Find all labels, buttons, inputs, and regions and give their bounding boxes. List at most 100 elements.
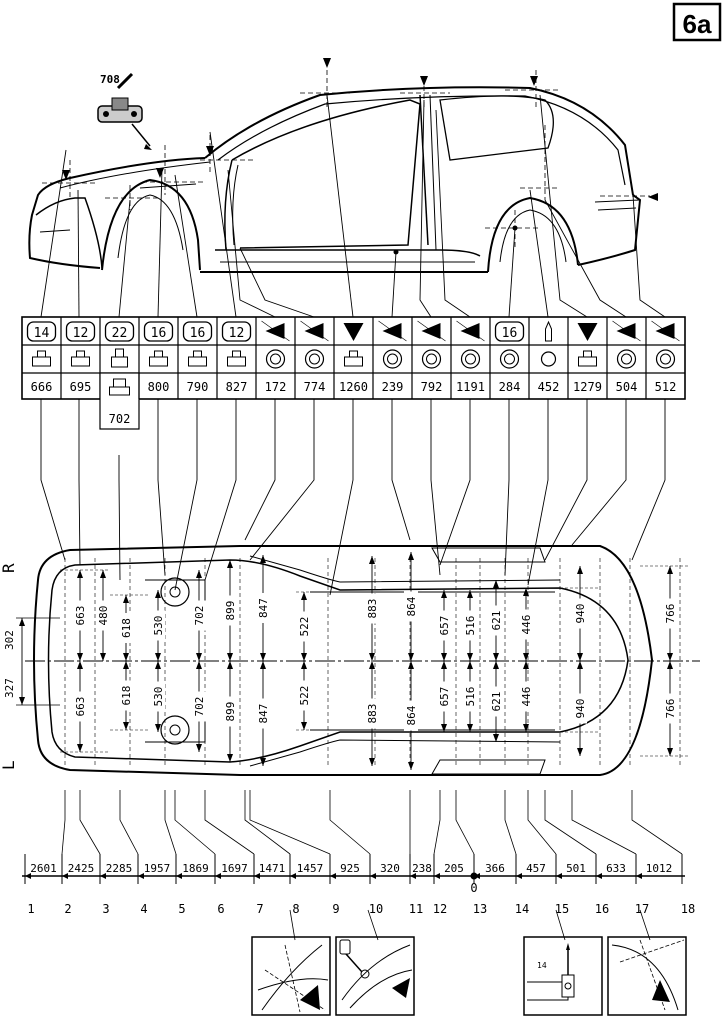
fixture-code: 12: [73, 326, 89, 341]
fixture-code: 16: [151, 326, 167, 341]
plan-dim-top: 847: [257, 598, 270, 618]
bottom-dim-value: 1012: [646, 862, 673, 875]
fixture-code: 16: [502, 326, 518, 341]
point-number: 2: [64, 902, 71, 916]
detail-label-14: 14: [537, 961, 547, 970]
plan-dim-bottom: 766: [664, 699, 677, 719]
plan-dim-top: 766: [664, 604, 677, 624]
datum-zero: 0: [470, 881, 477, 895]
plan-dim-bottom: 446: [520, 687, 533, 707]
point-number: 17: [635, 902, 649, 916]
plan-dim-top: 516: [464, 616, 477, 636]
plan-view-dimensions: 6636634806186185305307027028998998478475…: [60, 552, 690, 770]
detail-view-15: 14: [523, 936, 603, 1016]
point-number: 1: [27, 902, 34, 916]
point-number: 6: [217, 902, 224, 916]
bottom-dim-value: 925: [340, 862, 360, 875]
bottom-dim-value: 366: [485, 862, 505, 875]
point-number: 14: [515, 902, 529, 916]
fixture-value: 702: [109, 412, 131, 426]
fixture-code-frame: [221, 321, 252, 342]
leader-line: [439, 399, 471, 566]
plan-dim-top: 621: [490, 611, 503, 631]
plan-dim-bottom: 663: [74, 697, 87, 717]
bottom-dim-value: 2285: [106, 862, 133, 875]
side-label-left: L: [0, 760, 18, 770]
bottom-dim-value: 320: [380, 862, 400, 875]
plan-dim-bottom: 940: [574, 699, 587, 719]
point-number: 7: [256, 902, 263, 916]
point-number: 5: [178, 902, 185, 916]
plan-dim-top: 940: [574, 604, 587, 624]
bottom-dim-value: 2601: [30, 862, 57, 875]
leader-line: [544, 399, 588, 561]
fixture-code-triangle-down: [577, 323, 598, 341]
fixture-value: 666: [31, 380, 53, 394]
leader-line: [40, 399, 66, 561]
leader-line: [157, 399, 166, 576]
point-number: 9: [332, 902, 339, 916]
plan-dim-bottom: 864: [405, 705, 418, 725]
fixture-value: 452: [538, 380, 560, 394]
leader-line: [329, 399, 354, 596]
plan-dim-bottom: 530: [152, 687, 165, 707]
bottom-dim-value: 2425: [68, 862, 95, 875]
point-number: 11: [409, 902, 423, 916]
plan-dim-top: 864: [405, 596, 418, 616]
fixture-block-icon: [154, 350, 163, 358]
plan-dim-top: 702: [193, 606, 206, 626]
side-label-right: R: [0, 563, 18, 573]
fixture-block-icon: [115, 348, 124, 358]
offset-302: 302: [3, 630, 16, 650]
plan-dim-bottom: 522: [298, 686, 311, 706]
side-view-markers: [42, 70, 650, 250]
leader-line: [118, 455, 121, 581]
point-number: 18: [681, 902, 695, 916]
point-number: 10: [369, 902, 383, 916]
leader-line: [571, 399, 627, 546]
plan-view-reference-lines: [25, 558, 700, 765]
point-number: 12: [433, 902, 447, 916]
bottom-dim-value: 633: [606, 862, 626, 875]
bottom-dim-value: 238: [412, 862, 432, 875]
fixture-code-frame: [143, 321, 174, 342]
fixture-value: 1279: [573, 380, 602, 394]
fixture-value: 695: [70, 380, 92, 394]
plan-dim-bottom: 883: [366, 704, 379, 724]
fixture-ring-icon: [540, 351, 557, 367]
bottom-dim-value: 1957: [144, 862, 171, 875]
fixture-value: 1260: [339, 380, 368, 394]
detail-view-8: [251, 936, 331, 1016]
leader-line: [391, 399, 411, 541]
plan-dim-bottom: 702: [193, 697, 206, 717]
fixture-value: 827: [226, 380, 248, 394]
leader-line: [244, 399, 276, 541]
fixture-value: 792: [421, 380, 443, 394]
detail-view-10: [335, 936, 415, 1016]
fixture-code: 14: [34, 326, 50, 341]
point-number: 4: [140, 902, 147, 916]
fixture-value: 800: [148, 380, 170, 394]
fixture-code: 22: [112, 326, 128, 341]
bottom-dim-value: 205: [444, 862, 464, 875]
fixture-code-triangle-down: [343, 323, 364, 341]
leader-line: [631, 399, 666, 561]
upper-leader-lines: [40, 94, 666, 318]
fixture-value: 239: [382, 380, 404, 394]
plan-dim-top: 522: [298, 617, 311, 637]
point-number: 13: [473, 902, 487, 916]
point-number: 16: [595, 902, 609, 916]
fixture-code-pin: [545, 320, 552, 342]
leader-line: [430, 399, 441, 576]
bottom-dim-value: 1457: [297, 862, 324, 875]
fixture-value: 1191: [456, 380, 485, 394]
plan-dim-bottom: 621: [490, 692, 503, 712]
fixture-code: 12: [229, 326, 245, 341]
fixture-value: 504: [616, 380, 638, 394]
fixture-block-icon: [193, 350, 202, 358]
fixture-block-icon: [232, 350, 241, 358]
plan-dim-top: 657: [438, 616, 451, 636]
